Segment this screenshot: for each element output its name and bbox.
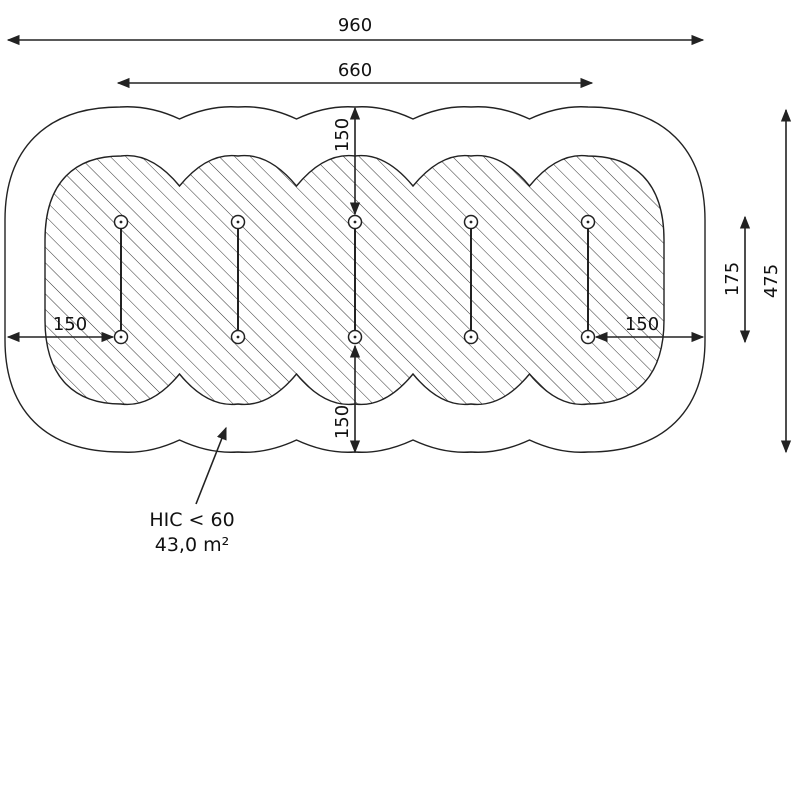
equipment-post-center xyxy=(353,220,357,224)
equipment-post-center xyxy=(119,335,123,339)
inner-length-label: 660 xyxy=(338,60,372,81)
equipment-post-center xyxy=(119,220,123,224)
equipment-post-center xyxy=(353,335,357,339)
equipment-post-center xyxy=(469,335,473,339)
overall-length-label: 960 xyxy=(338,15,372,36)
area-label: 43,0 m² xyxy=(155,534,229,556)
left-clearance-label: 150 xyxy=(53,314,87,335)
inner-depth-label: 175 xyxy=(722,262,743,296)
safety-zone-leader-line xyxy=(195,426,227,505)
top-clearance-label: 150 xyxy=(332,118,353,152)
right-clearance-label: 150 xyxy=(625,314,659,335)
bottom-clearance-label: 150 xyxy=(332,405,353,439)
hic-label: HIC < 60 xyxy=(149,509,234,531)
equipment-post-center xyxy=(236,335,240,339)
equipment-post-center xyxy=(586,220,590,224)
overall-depth-label: 475 xyxy=(761,264,782,298)
equipment-posts xyxy=(113,214,596,345)
equipment-post-center xyxy=(469,220,473,224)
equipment-post-center xyxy=(236,220,240,224)
equipment-post-center xyxy=(586,335,590,339)
